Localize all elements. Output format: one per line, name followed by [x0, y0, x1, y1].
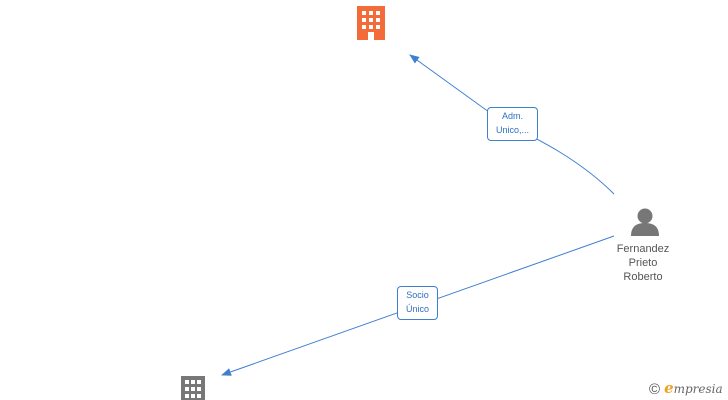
brand-logo: empresia — [664, 379, 723, 397]
copyright-icon: © — [649, 381, 661, 398]
person-name[interactable]: Fernandez Prieto Roberto — [600, 242, 686, 284]
person-name-line: Prieto — [628, 257, 658, 269]
edge-label-socio[interactable]: Socio Único — [397, 286, 438, 320]
building-icon[interactable] — [181, 376, 205, 400]
edge-label-admin[interactable]: Adm. Unico,... — [487, 107, 538, 141]
person-name-line: Fernandez — [616, 243, 670, 255]
edge-label-line: Unico,... — [495, 125, 529, 135]
watermark: ©empresia — [649, 379, 723, 398]
person-name-line: Roberto — [623, 271, 663, 283]
building-icon[interactable] — [357, 6, 385, 40]
person-icon[interactable] — [631, 208, 659, 237]
edge-label-line: Socio — [406, 290, 429, 300]
edge-label-line: Único — [405, 304, 429, 314]
edge-label-line: Adm. — [501, 111, 523, 121]
